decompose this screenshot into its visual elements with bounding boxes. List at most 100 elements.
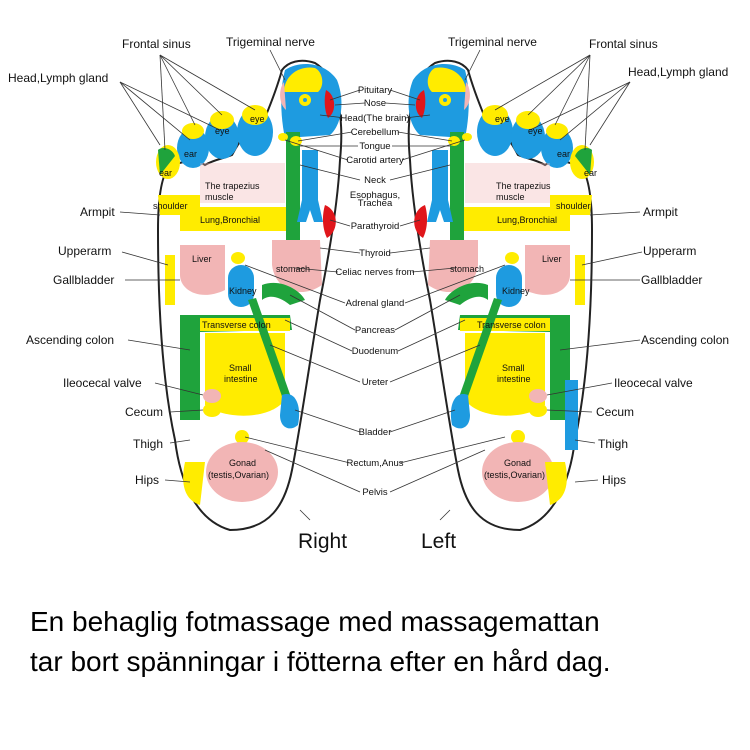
left-rectum-dot [511, 430, 525, 444]
right-pituitary-core [303, 98, 307, 102]
label-pituitary: Pituitary [358, 85, 393, 96]
right-rectum-dot [235, 430, 249, 444]
left-kidney-blue [496, 265, 522, 307]
left-lung-yellow [460, 207, 570, 231]
left-toe-2-tip [482, 105, 508, 125]
label-esophagus: Esophagus, [350, 190, 400, 201]
label-transverse-colon-right: Transverse colon [202, 320, 271, 330]
label-pancreas: Pancreas [355, 325, 395, 336]
label-trigeminal-left: Trigeminal nerve [448, 35, 537, 49]
label-ear-right-2: ear [159, 168, 172, 178]
label-liver-left: Liver [542, 254, 562, 264]
left-gonad [482, 442, 554, 502]
right-tongue-yellow [290, 136, 302, 146]
left-nose-red [415, 90, 426, 118]
label-trapezius-left-1: The trapezius [496, 181, 551, 191]
left-neck-green [450, 132, 464, 257]
in-foot-labels-left: eye eye ear ear shoulder The trapezius m… [450, 114, 597, 480]
right-toe-2-tip [242, 105, 268, 125]
label-head-brain: Head(The brain) [340, 113, 409, 124]
right-gonad [206, 442, 278, 502]
right-toe-pink [280, 82, 286, 110]
label-lung-left: Lung,Bronchial [497, 215, 557, 225]
left-carotid-yellow [462, 133, 472, 141]
right-liver-pink [180, 245, 225, 295]
right-stomach-pink [272, 240, 322, 293]
left-ureter-green [458, 298, 502, 402]
label-thyroid: Thyroid [359, 248, 391, 259]
left-trapezius-pink [465, 163, 550, 203]
label-lung-right: Lung,Bronchial [200, 215, 260, 225]
label-trapezius-right-2: muscle [205, 192, 234, 202]
label-left-foot: Left [421, 530, 456, 553]
label-frontal-sinus-right: Frontal sinus [122, 37, 191, 51]
foot-reflexology-diagram: Frontal sinus Trigeminal nerve Head,Lymp… [8, 35, 729, 553]
label-tongue: Tongue [359, 141, 390, 152]
label-eye-left-2: eye [528, 126, 543, 136]
label-pelvis: Pelvis [362, 487, 388, 498]
right-pancreas-green [262, 282, 305, 305]
right-colon-yellow-band [200, 318, 290, 331]
left-toe-4-tip [546, 123, 568, 139]
label-eye-left-1: eye [495, 114, 510, 124]
label-frontal-sinus-left: Frontal sinus [589, 37, 658, 51]
label-gonad-right-2: (testis,Ovarian) [208, 470, 269, 480]
right-neck-green [286, 132, 300, 257]
right-brain-yellow [284, 67, 323, 92]
label-celiac-nerves: Celiac nerves from [335, 267, 414, 278]
right-cecum [203, 403, 221, 417]
label-gallbladder-left: Gallbladder [641, 273, 702, 287]
label-eye-right-2: eye [215, 126, 230, 136]
left-hips-yellow [545, 462, 567, 505]
label-gallbladder-right: Gallbladder [53, 273, 114, 287]
right-esophagus-blue [297, 150, 323, 222]
label-liver-right: Liver [192, 254, 212, 264]
label-thigh-right: Thigh [133, 437, 163, 451]
label-upperarm-left: Upperarm [643, 244, 696, 258]
label-ascending-colon-right: Ascending colon [26, 333, 114, 347]
label-neck: Neck [364, 175, 386, 186]
left-ascending-colon-blue [565, 380, 578, 450]
left-toe-3-tip [516, 111, 540, 129]
left-bladder-blue [450, 394, 470, 429]
label-stomach-right: stomach [276, 264, 310, 274]
left-ileocecal [529, 389, 547, 403]
label-carotid-artery: Carotid artery [346, 155, 404, 166]
right-hips-yellow [183, 462, 205, 505]
left-colon-yellow-band [460, 318, 550, 331]
left-pituitary-core [443, 98, 447, 102]
center-labels: Pituitary Nose Head(The brain) Cerebellu… [335, 85, 414, 498]
label-duodenum: Duodenum [352, 346, 399, 357]
leader-lines [119, 49, 643, 521]
label-nose: Nose [364, 98, 386, 109]
label-upperarm-right: Upperarm [58, 244, 111, 258]
outer-labels: Frontal sinus Trigeminal nerve Head,Lymp… [8, 35, 729, 553]
right-adrenal-yellow [231, 252, 245, 264]
label-small-intestine-left-2: intestine [497, 374, 531, 384]
caption-line-2: tar bort spänningar i fötterna efter en … [30, 646, 611, 677]
left-esophagus-blue [427, 150, 453, 222]
label-small-intestine-right-1: Small [229, 363, 252, 373]
label-small-intestine-left-1: Small [502, 363, 525, 373]
left-liver-pink [525, 245, 570, 295]
label-kidney-left: Kidney [502, 286, 530, 296]
label-shoulder-left: shoulder [556, 201, 591, 211]
right-nose-red [324, 90, 335, 118]
label-ileocecal-left: Ileocecal valve [614, 376, 693, 390]
left-stomach-pink [428, 240, 478, 293]
left-toe-5-green [575, 148, 592, 175]
caption: En behaglig fotmassage med massagemattan… [30, 602, 740, 682]
label-small-intestine-right-2: intestine [224, 374, 258, 384]
label-thigh-left: Thigh [598, 437, 628, 451]
left-toe-pink [464, 82, 470, 110]
right-thyroid-red [322, 205, 336, 238]
label-armpit-left: Armpit [643, 205, 678, 219]
label-ileocecal-right: Ileocecal valve [63, 376, 142, 390]
right-toe-4-tip [182, 123, 204, 139]
right-bladder-blue [280, 394, 300, 429]
label-shoulder-right: shoulder [153, 201, 188, 211]
label-ear-left-2: ear [584, 168, 597, 178]
label-ureter: Ureter [362, 377, 388, 388]
right-toe-4 [177, 128, 209, 168]
right-ureter-green [248, 298, 292, 402]
